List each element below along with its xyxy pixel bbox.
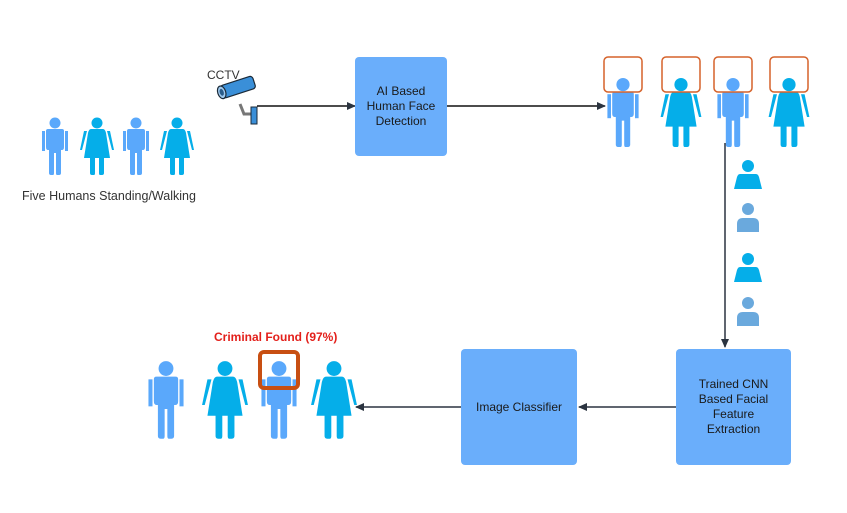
cctv-camera-icon <box>216 75 256 100</box>
detection-box-label: AI Based Human Face Detection <box>366 84 436 128</box>
classifier-box-label: Image Classifier <box>475 399 563 414</box>
result-person-female <box>202 361 248 439</box>
person-male-2 <box>123 117 149 175</box>
person-male-1 <box>42 117 68 175</box>
cctv-label: CCTV <box>207 68 240 82</box>
result-person-male <box>148 361 184 439</box>
detection-box: AI Based Human Face Detection <box>355 57 447 156</box>
criminal-found-label: Criminal Found (97%) <box>214 330 338 344</box>
cnn-box-label: Trained CNN Based Facial Feature Extract… <box>698 377 769 436</box>
person-female-1 <box>80 117 114 175</box>
face-detection-box <box>603 56 643 93</box>
detected-person-female <box>660 78 702 147</box>
detected-person-male <box>717 78 749 147</box>
detected-people <box>603 56 810 147</box>
extracted-face-female-bust <box>734 253 762 282</box>
extracted-face-male-bust <box>737 203 759 232</box>
face-detection-box <box>769 56 809 93</box>
result-people-group <box>148 350 357 439</box>
extracted-faces-group <box>734 160 762 326</box>
classifier-box: Image Classifier <box>461 349 577 465</box>
result-person-male <box>261 361 297 439</box>
cnn-box: Trained CNN Based Facial Feature Extract… <box>676 349 791 465</box>
input-people-group <box>42 117 194 175</box>
cctv-mount <box>238 103 258 125</box>
result-person-female <box>311 361 357 439</box>
face-detection-box <box>661 56 701 93</box>
detected-person-male <box>607 78 639 147</box>
detected-person-female <box>768 78 810 147</box>
extracted-face-female-bust <box>734 160 762 189</box>
input-group-label: Five Humans Standing/Walking <box>22 189 196 203</box>
extracted-face-male-bust <box>737 297 759 326</box>
face-detection-box <box>713 56 753 93</box>
criminal-highlight-box <box>258 350 300 390</box>
person-female-2 <box>160 117 194 175</box>
